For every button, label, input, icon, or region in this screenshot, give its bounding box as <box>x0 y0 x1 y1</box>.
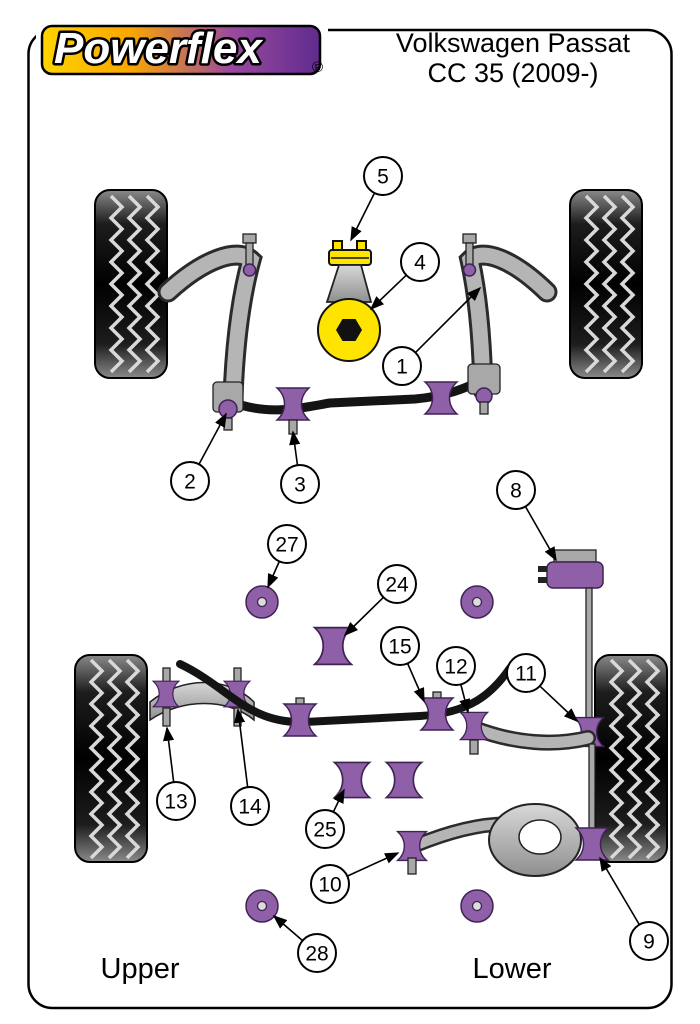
callout-8: 8 <box>496 470 557 562</box>
front-left-tire <box>93 188 169 380</box>
vehicle-title-line2: CC 35 (2009-) <box>427 58 598 88</box>
callout-circle-15 <box>380 626 420 666</box>
callout-28: 28 <box>272 914 337 973</box>
callout-circle-27 <box>267 524 307 564</box>
subframe-bushing-rear-right <box>385 761 423 799</box>
callout-circle-9 <box>629 921 669 961</box>
callout-circle-11 <box>506 653 546 693</box>
registered-mark: ® <box>312 59 323 76</box>
callout-circle-8 <box>496 470 536 510</box>
callout-circle-10 <box>310 864 350 904</box>
callout-circle-2 <box>170 461 210 501</box>
rear-anti-roll-bar <box>176 660 514 737</box>
callout-number-5: 5 <box>377 166 389 189</box>
page-border <box>27 28 673 1010</box>
label-upper: Upper <box>101 953 180 985</box>
rear-left-tire <box>73 653 149 864</box>
rear-diff-assembly <box>396 803 609 877</box>
callout-12: 12 <box>436 646 476 714</box>
callout-circle-12 <box>436 646 476 686</box>
callout-number-11: 11 <box>515 663 537 686</box>
rear-suspension-diagram <box>73 549 669 923</box>
callout-number-3: 3 <box>294 474 306 497</box>
callout-circle-5 <box>363 156 403 196</box>
callout-15: 15 <box>380 626 425 703</box>
front-left-control-arm <box>157 233 263 407</box>
callout-1: 1 <box>382 286 482 386</box>
rear-shock-top-mount <box>538 549 604 589</box>
logo-text: Powerflex <box>54 24 263 73</box>
front-right-tire <box>568 188 644 380</box>
callout-number-8: 8 <box>510 480 522 503</box>
spring-pad-lower-right <box>460 889 494 923</box>
callout-4: 4 <box>369 242 440 311</box>
callout-13: 13 <box>156 726 196 821</box>
powerflex-logo: Powerflex ® <box>36 20 328 80</box>
callout-number-2: 2 <box>184 471 196 494</box>
rear-lower-arm <box>459 711 596 755</box>
vehicle-title-line1: Volkswagen Passat <box>396 28 631 58</box>
callout-circle-4 <box>400 242 440 282</box>
front-suspension-diagram <box>93 188 644 435</box>
vehicle-title: Volkswagen Passat CC 35 (2009-) <box>396 28 631 88</box>
dogbone-mount-upper-insert <box>328 240 372 266</box>
callout-circle-24 <box>377 564 417 604</box>
callout-3: 3 <box>280 430 320 504</box>
spring-pad-upper-right <box>460 585 494 619</box>
callout-24: 24 <box>343 564 417 637</box>
callout-circle-3 <box>280 464 320 504</box>
callout-number-25: 25 <box>313 819 336 842</box>
callout-circle-28 <box>297 933 337 973</box>
callout-2: 2 <box>170 412 227 501</box>
label-lower: Lower <box>473 953 552 985</box>
front-right-control-arm <box>458 233 558 401</box>
callout-number-27: 27 <box>275 534 298 557</box>
dogbone-mount-lower-insert <box>317 298 381 362</box>
callout-number-28: 28 <box>305 943 328 966</box>
callout-25: 25 <box>305 788 345 849</box>
callout-11: 11 <box>506 653 579 723</box>
callout-5: 5 <box>350 156 403 242</box>
callout-number-1: 1 <box>396 356 408 379</box>
spring-pad-upper-left <box>245 585 279 619</box>
callout-number-4: 4 <box>414 252 426 275</box>
subframe-bushing-rear-left <box>333 761 371 799</box>
callout-14: 14 <box>230 708 270 826</box>
callout-27: 27 <box>267 524 307 589</box>
rear-shock-rod <box>585 587 593 725</box>
spring-pad-lower-left <box>245 889 279 923</box>
callout-number-9: 9 <box>643 931 655 954</box>
callout-number-13: 13 <box>164 791 187 814</box>
callout-number-10: 10 <box>318 874 341 897</box>
callout-number-12: 12 <box>444 656 467 679</box>
callout-10: 10 <box>310 852 400 904</box>
callout-circle-13 <box>156 781 196 821</box>
callout-circle-1 <box>382 346 422 386</box>
dogbone-mount-bracket <box>325 264 373 303</box>
callout-number-14: 14 <box>238 796 262 819</box>
callout-circle-14 <box>230 786 270 826</box>
callout-number-24: 24 <box>385 574 409 597</box>
rear-hub-link <box>588 743 596 833</box>
callout-circle-25 <box>305 809 345 849</box>
front-anti-roll-bar <box>212 363 501 435</box>
callout-number-15: 15 <box>388 636 411 659</box>
callout-9: 9 <box>599 856 669 961</box>
